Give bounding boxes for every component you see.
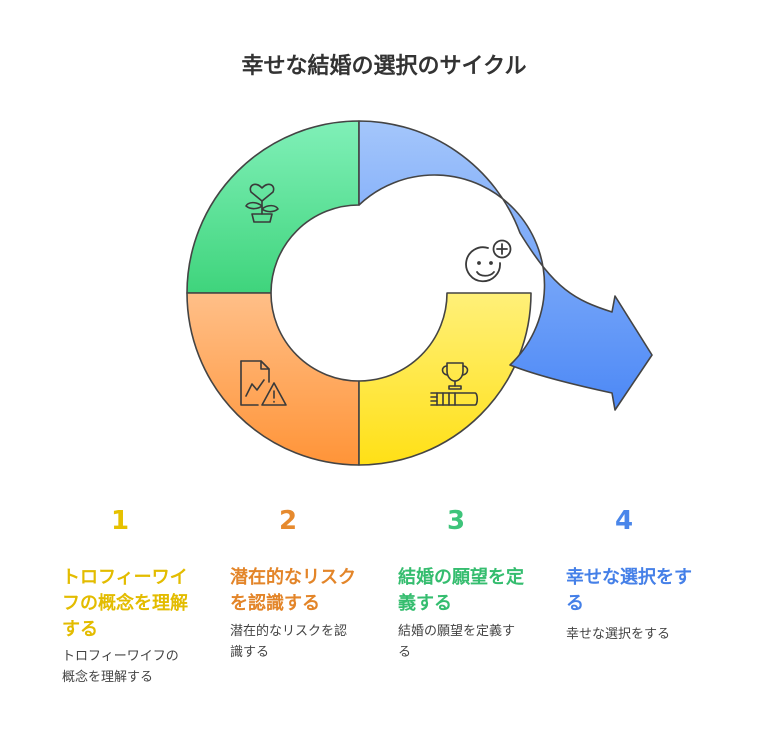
step-3-description-line: る bbox=[398, 645, 412, 660]
step-1-heading: トロフィーワイ フの概念を理解 する bbox=[62, 565, 212, 643]
cycle-segment-yellow bbox=[358, 292, 532, 466]
step-1-number: 1 bbox=[110, 506, 130, 536]
step-4-description: 幸せな選択をする bbox=[566, 624, 716, 645]
step-3-heading-line: 結婚の願望を定 bbox=[398, 567, 524, 588]
step-1-heading-line: する bbox=[62, 619, 98, 640]
page-title: 幸せな結婚の選択のサイクル bbox=[241, 54, 527, 79]
step-3-heading-line: 義する bbox=[398, 593, 452, 614]
step-2-heading-line: を認識する bbox=[230, 593, 320, 614]
step-4-description-line: 幸せな選択をする bbox=[566, 627, 671, 642]
step-1-description: トロフィーワイフの 概念を理解する bbox=[62, 646, 212, 688]
chart-warning-icon bbox=[240, 360, 287, 406]
cycle-segment-blue-arrow bbox=[358, 120, 653, 411]
step-2-description-line: 識する bbox=[230, 645, 270, 660]
trophy-books-icon bbox=[430, 362, 479, 406]
step-1-description-line: 概念を理解する bbox=[62, 670, 154, 685]
step-4-heading-line: 幸せな選択をす bbox=[566, 567, 692, 588]
smiley-plus-icon bbox=[465, 239, 512, 283]
cycle-segment-green bbox=[186, 120, 360, 294]
step-2-description: 潜在的なリスクを認 識する bbox=[230, 621, 380, 663]
step-4-heading-line: る bbox=[566, 593, 584, 614]
step-2-heading: 潜在的なリスク を認識する bbox=[230, 565, 380, 617]
step-4-heading: 幸せな選択をす る bbox=[566, 565, 716, 617]
heart-plant-icon bbox=[245, 183, 279, 223]
step-2-heading-line: 潜在的なリスク bbox=[230, 567, 356, 588]
step-1-description-line: トロフィーワイフの bbox=[62, 649, 179, 664]
step-1-heading-line: トロフィーワイ bbox=[62, 567, 188, 588]
cycle-segment-orange bbox=[186, 292, 360, 466]
step-3-heading: 結婚の願望を定 義する bbox=[398, 565, 548, 617]
step-1-heading-line: フの概念を理解 bbox=[62, 593, 188, 614]
step-3-description: 結婚の願望を定義す る bbox=[398, 621, 548, 663]
step-3-description-line: 結婚の願望を定義す bbox=[398, 624, 516, 639]
step-4-number: 4 bbox=[614, 506, 634, 536]
step-2-number: 2 bbox=[278, 506, 298, 536]
step-3-number: 3 bbox=[446, 506, 466, 536]
step-2-description-line: 潜在的なリスクを認 bbox=[230, 624, 348, 639]
